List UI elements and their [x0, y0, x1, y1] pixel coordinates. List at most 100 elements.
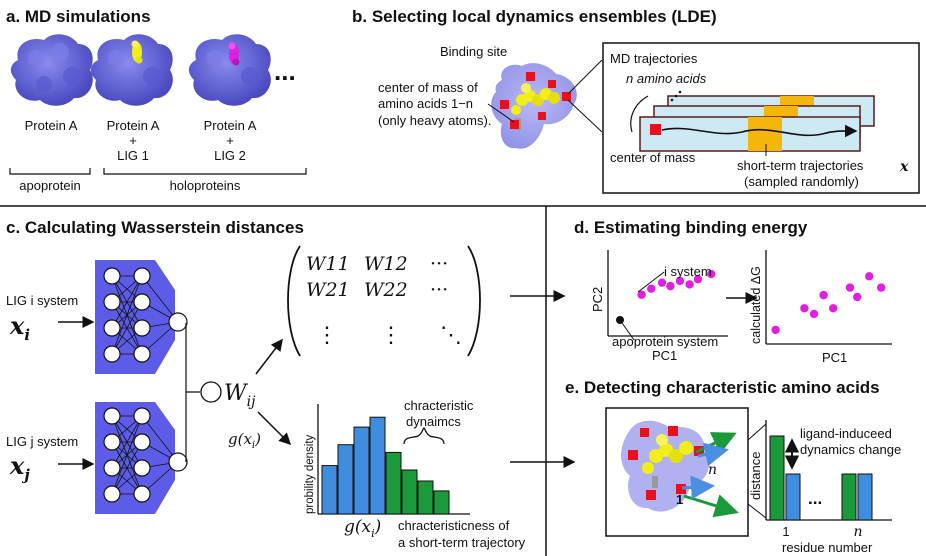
d-right-point-3	[809, 309, 819, 319]
panel-e: e. Detecting characteristic amino acids …	[565, 378, 901, 555]
holo-bracket	[103, 168, 307, 175]
center-label-line2: amino acids 1−n	[378, 96, 473, 111]
trajectories-title: MD trajectories	[610, 51, 698, 66]
arrow-to-histogram	[257, 411, 292, 446]
matrix-w12: W12	[364, 253, 408, 275]
label-lig2-line3: LIG 2	[214, 148, 246, 163]
d-left-point-1	[637, 290, 646, 299]
center-label-line1: center of mass of	[378, 80, 478, 95]
d-calc-label: calculated ΔG	[749, 266, 763, 344]
panel-b: b. Selecting local dynamics ensembles (L…	[352, 7, 920, 194]
label-lig1-line1: Protein A	[107, 118, 160, 133]
x-j-symbol: xj	[9, 451, 30, 484]
net-j-input-node-2	[103, 433, 121, 451]
d-apo-pointer	[619, 319, 635, 341]
e-tick-1: 1	[782, 524, 789, 539]
hist-bar-7	[417, 480, 434, 515]
d-left-point-3	[657, 278, 667, 287]
e-distance-label: distance	[748, 452, 763, 500]
label-lig1-line2: +	[129, 133, 137, 148]
matrix-w21: W21	[306, 279, 350, 301]
net-j-hidden-node-2	[133, 433, 151, 451]
e-blue-arrow-2	[681, 475, 715, 500]
histogram: probility density g(xi) chracteristic dy…	[304, 398, 526, 550]
d-left-point-8	[707, 269, 716, 279]
d-right-point-4	[819, 290, 828, 300]
e-bar-blue-1	[785, 473, 801, 521]
matrix-w22: W22	[364, 279, 408, 301]
d-right-point-8	[865, 272, 874, 281]
net-i-hidden-node-4	[133, 345, 151, 363]
matrix-w11: W11	[306, 253, 350, 275]
network-j	[95, 402, 188, 514]
net-i-hidden-node-3	[133, 319, 151, 337]
trajectories-box	[602, 42, 920, 194]
center-pointer	[487, 103, 515, 123]
d-right-point-2	[800, 304, 809, 313]
e-residue-label: residue number	[782, 540, 873, 555]
hist-bar-8	[433, 490, 450, 515]
e-ligand-change-2: dynamics change	[800, 442, 901, 457]
matrix-vdots-2: ⋮	[380, 323, 402, 348]
e-tick-n: n	[853, 524, 862, 540]
center-of-mass-label: center of mass	[610, 150, 696, 165]
label-lig2-line1: Protein A	[204, 118, 257, 133]
e-one-label: 1	[676, 492, 683, 507]
d-right-point-6	[845, 283, 855, 292]
label-lig2-line2: +	[226, 133, 234, 148]
lig-j-label: LIG j system	[6, 434, 78, 449]
net-j-hidden-node-1	[133, 407, 151, 425]
net-j-input-node-4	[103, 485, 121, 503]
label-holoproteins: holoproteins	[170, 178, 241, 193]
apo-bracket	[9, 168, 91, 175]
d-pc1-label-right: PC1	[822, 350, 847, 365]
d-right-point-9	[877, 283, 886, 292]
network-i	[95, 260, 188, 374]
d-i-system-label: i system	[664, 264, 712, 279]
net-j-hidden-node-4	[133, 485, 151, 503]
d-apo-label: apoprotein system	[612, 334, 718, 349]
e-ligand-change-1: ligand-induceed	[800, 426, 892, 441]
short-term-x: x	[899, 159, 909, 175]
hist-bar-4	[369, 416, 386, 515]
e-binding-site	[621, 420, 710, 512]
d-left-point-6	[685, 280, 694, 289]
label-protein-apo: Protein A	[25, 118, 78, 133]
panel-d: d. Estimating binding energy PC2 PC1 i s…	[574, 218, 892, 365]
panel-a: a. MD simulations ... Protein A Protein …	[6, 7, 307, 193]
arrow-to-matrix	[255, 338, 283, 375]
d-left-point-2	[647, 284, 656, 293]
d-pc2-label: PC2	[590, 287, 605, 312]
char-dyn-brace	[403, 427, 445, 445]
net-i-input-node-4	[103, 345, 121, 363]
hist-bar-5	[385, 451, 402, 515]
sampled-label: (sampled randomly)	[744, 174, 859, 189]
protein-a-lig1	[90, 34, 173, 106]
binding-site-label: Binding site	[440, 44, 507, 59]
g-xi-label-left: g(xi)	[228, 430, 261, 451]
net-j-input-node-1	[103, 407, 121, 425]
e-blue-arrow-1	[697, 442, 729, 467]
e-bar-green-1	[769, 435, 785, 521]
e-dots: ...	[808, 489, 822, 508]
w-matrix: W11 W12 ··· W21 W22 ··· ⋮ ⋮ ⋱	[287, 245, 481, 357]
net-j-hidden-node-3	[133, 459, 151, 477]
lig-i-label: LIG i system	[6, 293, 78, 308]
char-dyn-line1: chracteristic	[404, 398, 474, 413]
panel-d-title: d. Estimating binding energy	[574, 218, 808, 237]
hist-bar-2	[337, 444, 354, 515]
net-j-input-node-3	[103, 459, 121, 477]
net-j-output-node	[168, 452, 188, 472]
hist-bar-1	[321, 465, 338, 515]
more-dots: ...	[274, 56, 296, 86]
d-right-point-5	[829, 304, 838, 313]
d-right-point-1	[771, 325, 780, 335]
net-i-hidden-node-1	[133, 267, 151, 285]
e-green-arrow-2	[683, 494, 739, 518]
net-i-input-node-2	[103, 293, 121, 311]
net-i-input-node-3	[103, 319, 121, 337]
matrix-dots-row2: ···	[430, 279, 448, 301]
matrix-dots-row1: ···	[430, 253, 448, 275]
hist-bar-3	[353, 426, 370, 515]
d-left-point-4	[666, 281, 675, 291]
